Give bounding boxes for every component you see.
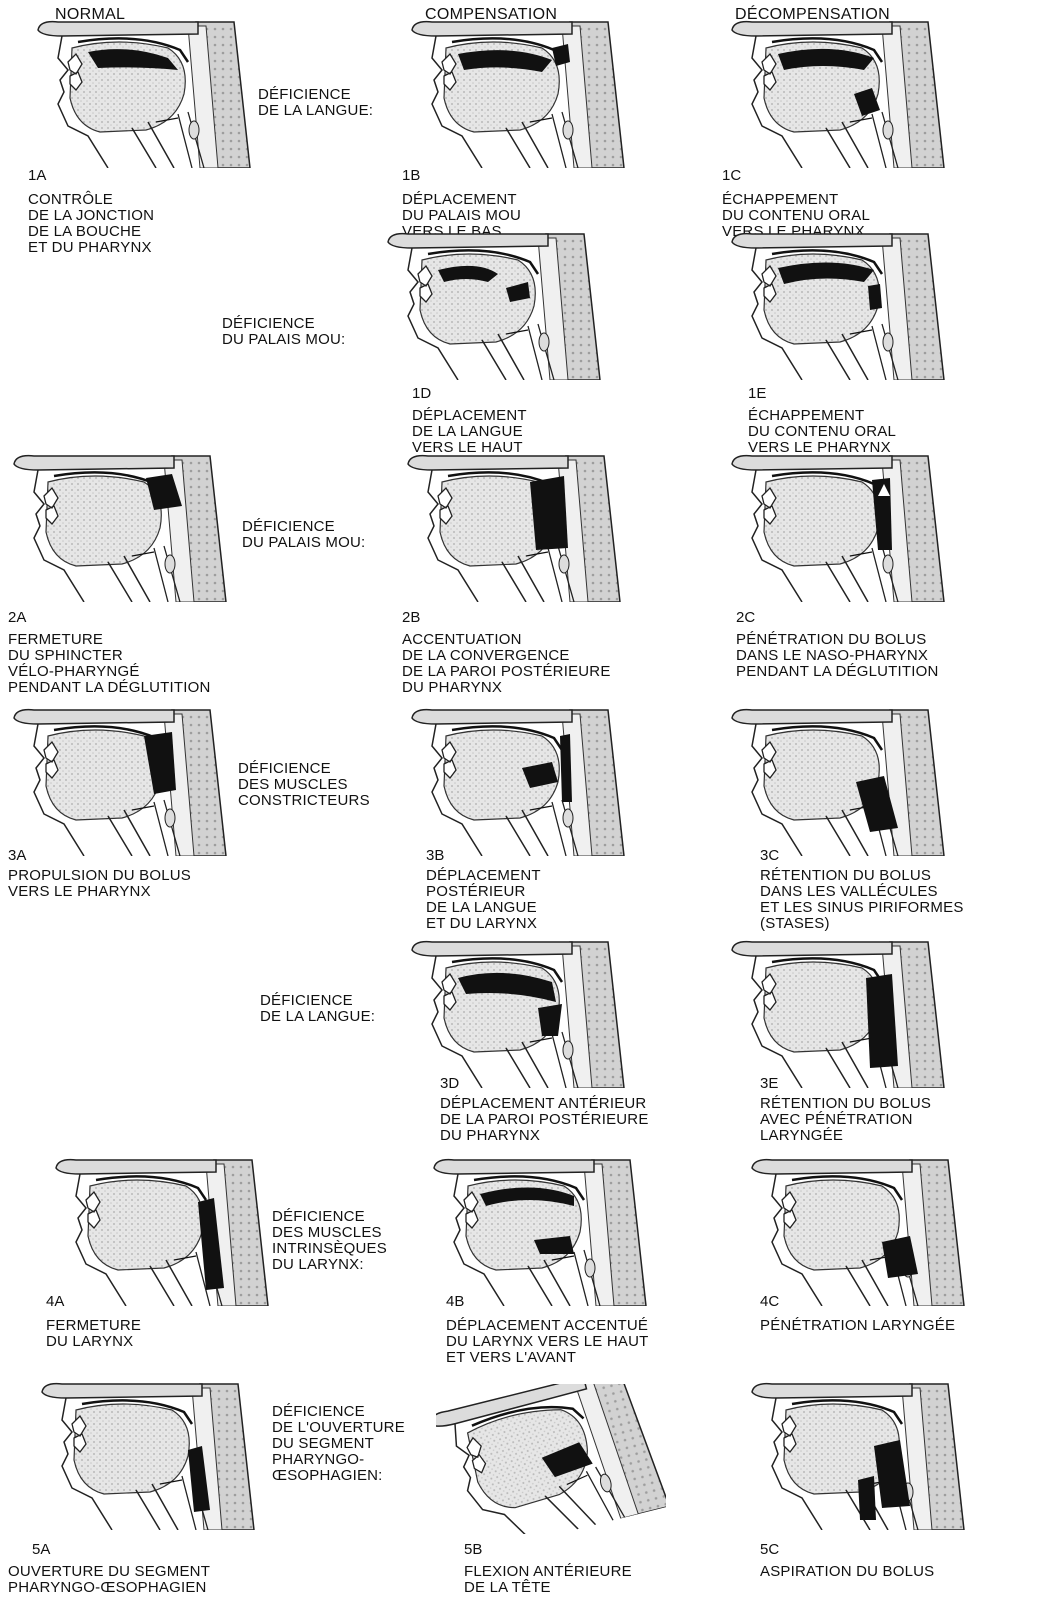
panel-id-1a: 1A [28, 168, 46, 184]
panel-caption-2c: PÉNÉTRATION DU BOLUS DANS LE NASO-PHARYN… [736, 632, 939, 680]
panel-caption-5a: OUVERTURE DU SEGMENT PHARYNGO-ŒSOPHAGIEN [8, 1564, 210, 1596]
deficiency-label-soft-palate-1: DÉFICIENCE DU PALAIS MOU: [222, 316, 345, 348]
panel-id-3c: 3C [760, 848, 779, 864]
panel-caption-2a: FERMETURE DU SPHINCTER VÉLO-PHARYNGÉ PEN… [8, 632, 211, 696]
panel-caption-4b: DÉPLACEMENT ACCENTUÉ DU LARYNX VERS LE H… [446, 1318, 649, 1366]
diagram-2c [722, 452, 952, 602]
diagram-2a [4, 452, 234, 602]
panel-id-1c: 1C [722, 168, 741, 184]
panel-caption-4a: FERMETURE DU LARYNX [46, 1318, 141, 1350]
panel-id-5a: 5A [32, 1542, 50, 1558]
diagram-2b [398, 452, 628, 602]
deficiency-label-tongue-1: DÉFICIENCE DE LA LANGUE: [258, 87, 373, 119]
panel-caption-1a: CONTRÔLE DE LA JONCTION DE LA BOUCHE ET … [28, 192, 154, 256]
diagram-1a [28, 18, 258, 168]
panel-id-2b: 2B [402, 610, 420, 626]
panel-caption-1d: DÉPLACEMENT DE LA LANGUE VERS LE HAUT [412, 408, 527, 456]
deficiency-label-pe-segment: DÉFICIENCE DE L'OUVERTURE DU SEGMENT PHA… [272, 1404, 405, 1484]
diagram-3d [402, 938, 632, 1088]
panel-id-3b: 3B [426, 848, 444, 864]
diagram-3a [4, 706, 234, 856]
panel-id-3d: 3D [440, 1076, 459, 1092]
panel-caption-5b: FLEXION ANTÉRIEURE DE LA TÊTE [464, 1564, 632, 1596]
panel-caption-5c: ASPIRATION DU BOLUS [760, 1564, 934, 1580]
deficiency-label-intrinsic-muscles: DÉFICIENCE DES MUSCLES INTRINSÈQUES DU L… [272, 1209, 387, 1273]
diagram-4b [424, 1156, 654, 1306]
deficiency-label-constrictor-muscles: DÉFICIENCE DES MUSCLES CONSTRICTEURS [238, 761, 370, 809]
diagram-1c [722, 18, 952, 168]
panel-caption-4c: PÉNÉTRATION LARYNGÉE [760, 1318, 955, 1334]
panel-id-5b: 5B [464, 1542, 482, 1558]
panel-id-3a: 3A [8, 848, 26, 864]
panel-id-1b: 1B [402, 168, 420, 184]
diagram-3c [722, 706, 952, 856]
panel-caption-3b: DÉPLACEMENT POSTÉRIEUR DE LA LANGUE ET D… [426, 868, 541, 932]
panel-id-2a: 2A [8, 610, 26, 626]
deficiency-label-tongue-2: DÉFICIENCE DE LA LANGUE: [260, 993, 375, 1025]
panel-id-2c: 2C [736, 610, 755, 626]
panel-caption-3e: RÉTENTION DU BOLUS AVEC PÉNÉTRATION LARY… [760, 1096, 931, 1144]
diagram-5a [32, 1380, 262, 1530]
panel-id-1d: 1D [412, 386, 431, 402]
deficiency-label-soft-palate-2: DÉFICIENCE DU PALAIS MOU: [242, 519, 365, 551]
panel-id-4c: 4C [760, 1294, 779, 1310]
diagram-3b [402, 706, 632, 856]
panel-id-5c: 5C [760, 1542, 779, 1558]
panel-id-4a: 4A [46, 1294, 64, 1310]
diagram-3e [722, 938, 952, 1088]
diagram-1e [722, 230, 952, 380]
panel-caption-1e: ÉCHAPPEMENT DU CONTENU ORAL VERS LE PHAR… [748, 408, 896, 456]
diagram-5b [436, 1384, 666, 1534]
panel-id-3e: 3E [760, 1076, 778, 1092]
diagram-5c [742, 1380, 972, 1530]
panel-caption-3a: PROPULSION DU BOLUS VERS LE PHARYNX [8, 868, 191, 900]
panel-caption-2b: ACCENTUATION DE LA CONVERGENCE DE LA PAR… [402, 632, 611, 696]
diagram-4c [742, 1156, 972, 1306]
panel-caption-3d: DÉPLACEMENT ANTÉRIEUR DE LA PAROI POSTÉR… [440, 1096, 649, 1144]
panel-id-1e: 1E [748, 386, 766, 402]
panel-id-4b: 4B [446, 1294, 464, 1310]
diagram-4a [46, 1156, 276, 1306]
diagram-1b [402, 18, 632, 168]
diagram-1d [378, 230, 608, 380]
panel-caption-3c: RÉTENTION DU BOLUS DANS LES VALLÉCULES E… [760, 868, 964, 932]
